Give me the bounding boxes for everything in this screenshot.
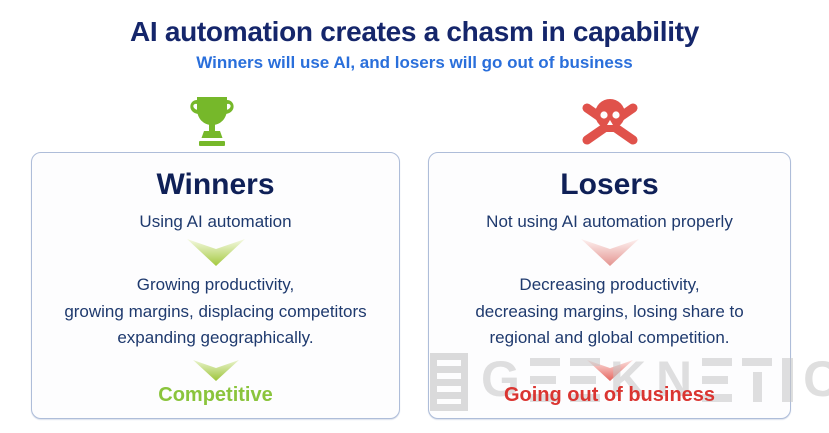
trophy-icon [187, 95, 237, 152]
losers-card: Losers Not using AI automation properly … [428, 152, 791, 419]
losers-body: Decreasing productivity, decreasing marg… [475, 272, 743, 352]
losers-body-line: regional and global competition. [489, 328, 730, 348]
page-subtitle: Winners will use AI, and losers will go … [196, 53, 633, 72]
winners-body: Growing productivity, growing margins, d… [64, 272, 366, 352]
losers-subheading: Not using AI automation properly [486, 212, 733, 231]
down-arrow-icon [580, 239, 639, 266]
watermark-letter-c: C [803, 358, 829, 402]
winners-body-line: expanding geographically. [117, 328, 314, 348]
winners-footer-label: Competitive [158, 383, 273, 406]
skull-crossbones-icon [576, 93, 644, 156]
down-arrow-icon [586, 359, 633, 381]
winners-heading: Winners [156, 168, 275, 201]
losers-heading: Losers [560, 168, 659, 201]
page-title: AI automation creates a chasm in capabil… [129, 16, 700, 47]
losers-body-line: decreasing margins, losing share to [475, 301, 744, 321]
winners-body-line: growing margins, displacing competitors [64, 301, 367, 321]
down-arrow-icon [186, 239, 245, 266]
down-arrow-icon [192, 359, 239, 381]
losers-footer-label: Going out of business [503, 383, 716, 406]
losers-body-line: Decreasing productivity, [519, 275, 700, 294]
winners-card: Winners Using AI automation Growing prod… [31, 152, 400, 419]
winners-subheading: Using AI automation [139, 212, 292, 231]
winners-body-line: Growing productivity, [136, 275, 295, 294]
